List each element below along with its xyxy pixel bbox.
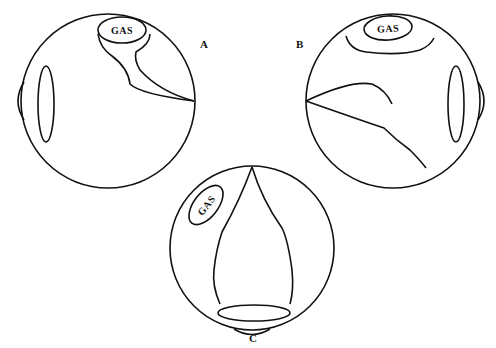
gas-bubble: GAS [97,16,147,44]
gas-label: GAS [377,22,400,35]
eye-b [306,14,484,188]
panel-letter: B [296,38,303,50]
gas-bubble: GAS [181,178,231,232]
eye-a [18,14,195,188]
panel-letter: A [200,38,208,50]
eye-c [170,166,334,335]
panel-letter: C [249,332,257,344]
gas-label: GAS [111,25,133,36]
gas-bubble: GAS [362,13,414,42]
